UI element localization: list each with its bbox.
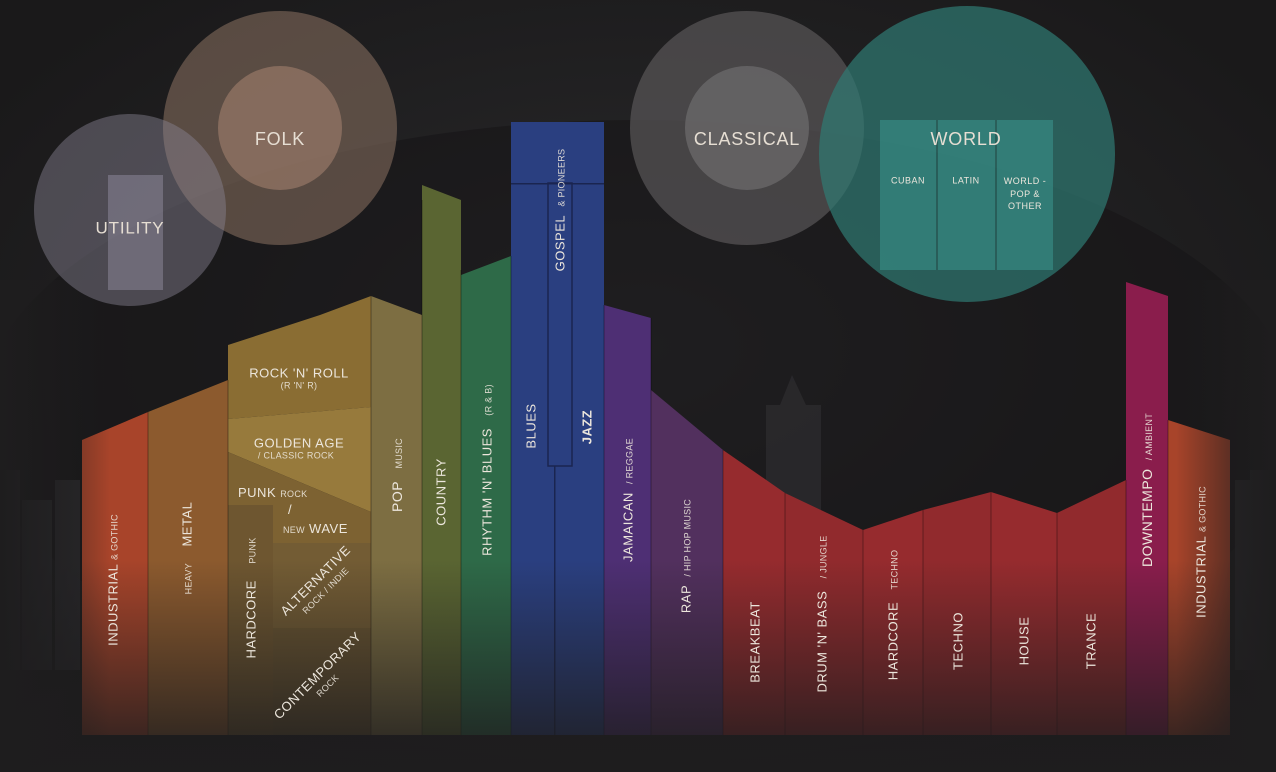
world-columns — [880, 120, 1053, 270]
circle-utility — [34, 114, 226, 306]
left-fade — [0, 280, 110, 772]
world-other-label: WORLD - POP & OTHER — [1003, 176, 1047, 212]
metal-label: HEAVY METAL — [179, 501, 195, 595]
techno-label: TECHNO — [950, 612, 966, 670]
house-label: HOUSE — [1016, 616, 1032, 666]
pop-label: POP MUSIC — [389, 438, 405, 512]
rocknroll-label: ROCK 'N' ROLL — [249, 365, 349, 381]
rap-label: RAP / HIP HOP MUSIC — [678, 498, 694, 614]
hardcore-techno-label: HARDCORE TECHNO — [885, 549, 901, 681]
band-rocknroll — [228, 296, 371, 419]
right-fade — [1176, 280, 1276, 772]
utility-label: UTILITY — [95, 218, 165, 238]
band-punk-newwave — [228, 452, 371, 543]
folk-label: FOLK — [254, 129, 306, 149]
hardcore-punk-label: HARDCORE PUNK — [243, 537, 259, 659]
punk-wave-slash: / — [288, 502, 293, 517]
world-label: WORLD — [930, 129, 1002, 149]
golden-age-label: GOLDEN AGE — [253, 435, 345, 451]
classical-label: CLASSICAL — [693, 129, 801, 149]
jazz-label: JAZZ — [579, 409, 595, 445]
blues-label: BLUES — [523, 403, 539, 449]
country-label: COUNTRY — [433, 458, 449, 526]
breakbeat-label: BREAKBEAT — [747, 601, 763, 683]
golden-age-sublabel: / CLASSIC ROCK — [257, 450, 335, 461]
bottom-fade — [0, 560, 1276, 772]
rnb-label: RHYTHM 'N' BLUES (R & B) — [479, 384, 495, 556]
industrial-right-label: INDUSTRIAL & GOTHIC — [1193, 486, 1209, 618]
dnb-label: DRUM 'N' BASS / JUNGLE — [814, 535, 830, 693]
industrial-label: INDUSTRIAL & GOTHIC — [105, 514, 121, 646]
new-wave-label: NEW WAVE — [283, 521, 348, 536]
punk-label: PUNK ROCK — [238, 485, 308, 500]
band-golden-age — [228, 407, 371, 512]
circle-classical-inner — [685, 66, 809, 190]
gospel-label: GOSPEL & PIONEERS — [552, 148, 568, 272]
band-gospel-outline — [547, 182, 573, 467]
circle-folk-inner — [218, 66, 342, 190]
downtempo-label: DOWNTEMPO / AMBIENT — [1139, 412, 1155, 568]
world-cuban-label: CUBAN — [890, 175, 925, 186]
utility-column — [108, 175, 163, 290]
jamaican-label: JAMAICAN / REGGAE — [620, 438, 636, 562]
trance-label: TRANCE — [1083, 612, 1099, 670]
rocknroll-sublabel: (R 'N' R) — [280, 380, 318, 391]
world-latin-label: LATIN — [952, 175, 980, 186]
